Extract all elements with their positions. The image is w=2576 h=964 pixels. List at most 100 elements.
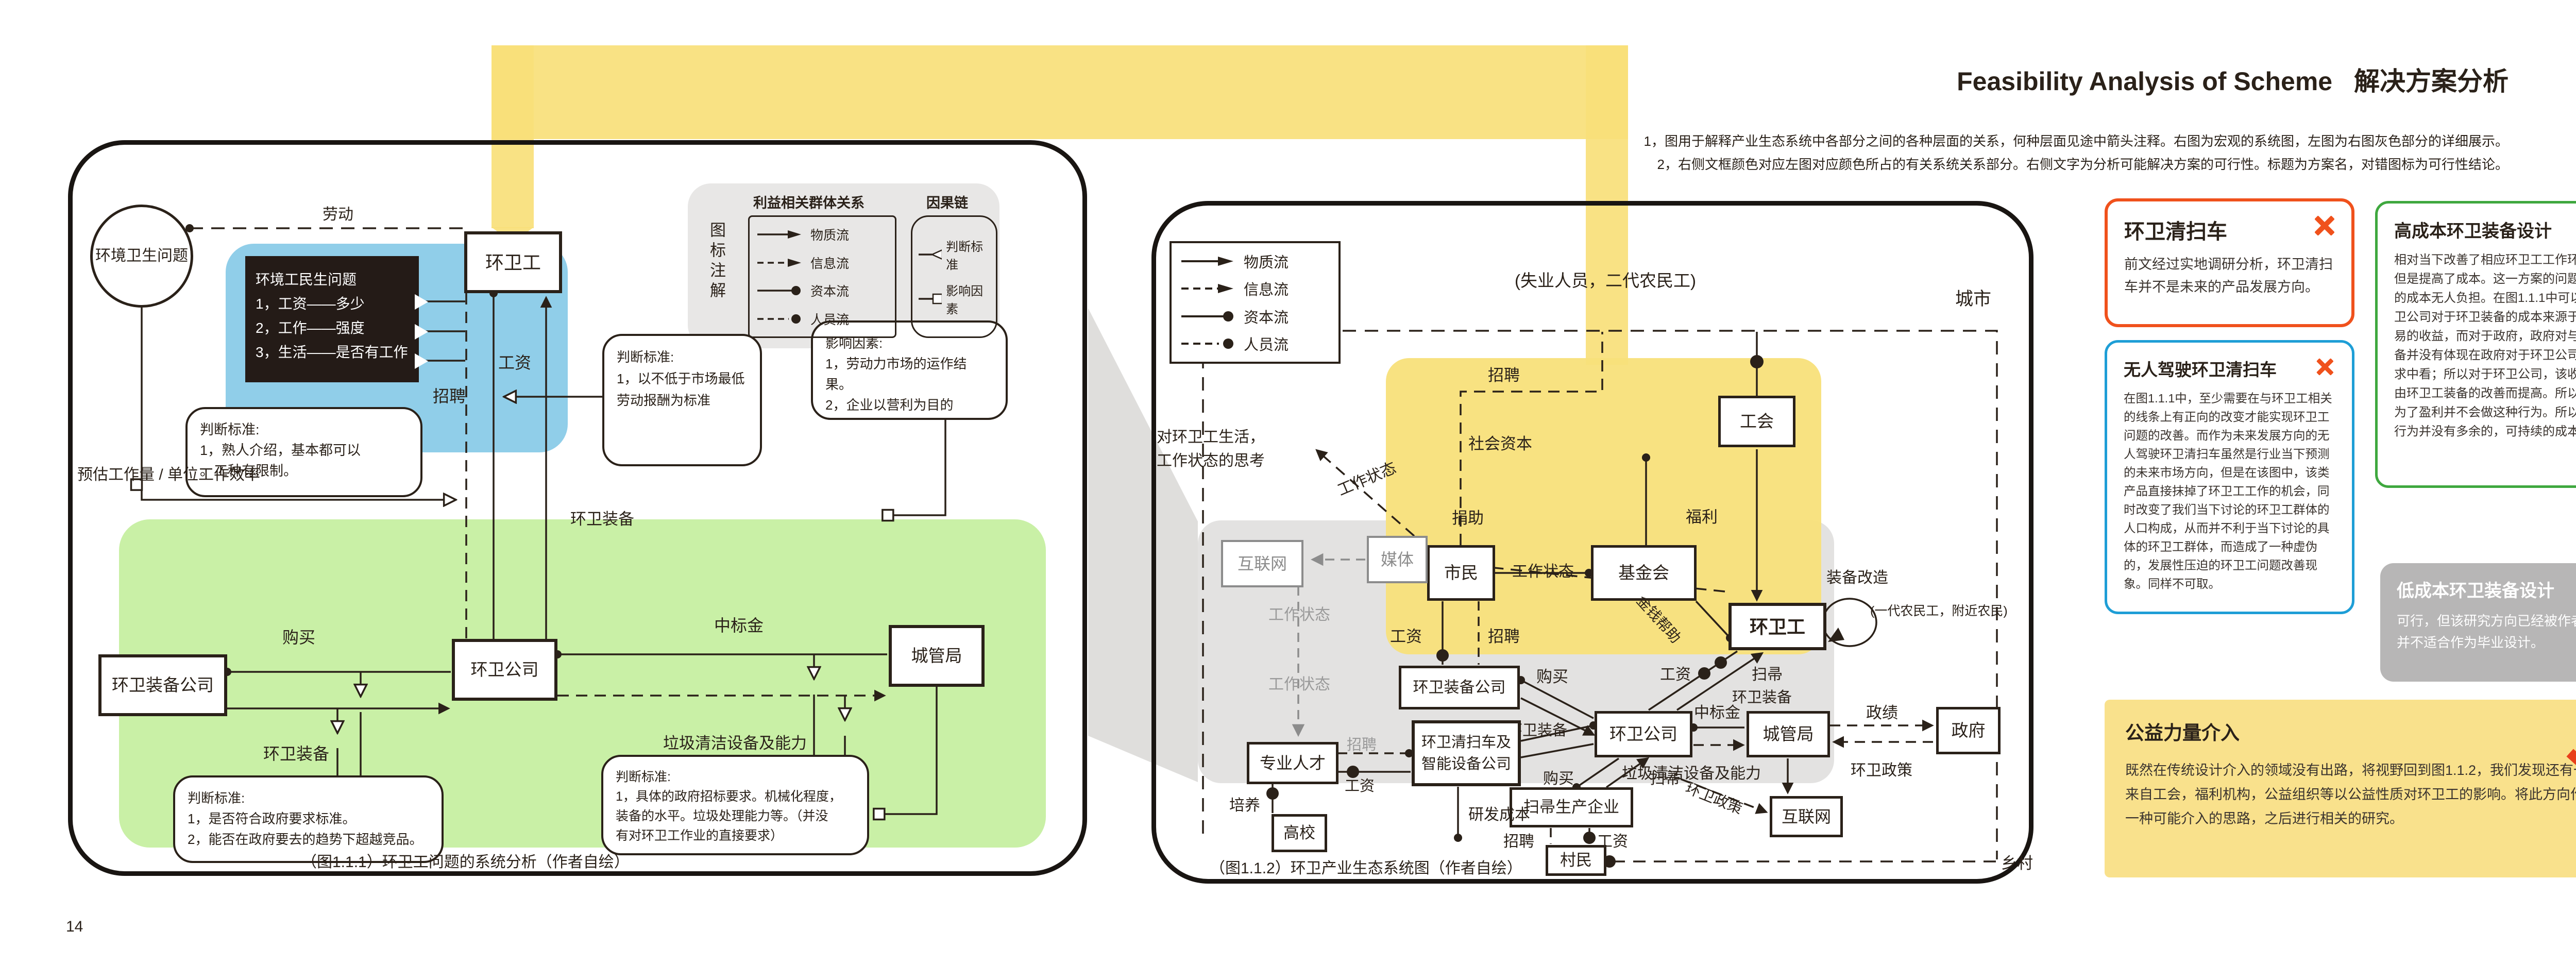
legend-group2-title: 因果链	[926, 195, 968, 211]
page-title-en: Feasibility Analysis of Scheme	[1957, 67, 2333, 96]
fig1-worker-node: 环卫工	[464, 231, 562, 293]
fig2-work-state-gray-label: 工作状态	[1268, 606, 1330, 623]
fig2-wage2-label: 工资	[1660, 666, 1691, 683]
fig2-policy1-label: 环卫政策	[1851, 762, 1912, 779]
fig1-wage-label: 工资	[498, 353, 532, 372]
page-title-zh: 解决方案分析	[2354, 67, 2509, 96]
fig2-broom-factory-node: 扫帚生产企业	[1510, 787, 1633, 827]
fig2-recruit-top-label: 招聘	[1488, 366, 1520, 384]
legend-flows-box: 物质流 信息流 资本流 人员流	[748, 215, 896, 338]
legend-group1-title: 利益相关群体关系	[753, 195, 865, 211]
solution-body: 既然在传统设计介入的领域没有出路，将视野回到图1.1.2，我们发现还有一条来自工…	[2125, 763, 2576, 826]
fig2-internet1-node: 互联网	[1221, 540, 1303, 587]
fig1-workload-label: 预估工作量 / 单位工作效率	[77, 466, 261, 483]
fig1-equipment-label: 环卫装备	[570, 510, 634, 528]
solution-box-low-cost-equipment: 低成本环卫装备设计 可行，但该研究方向已经被作者实践过，并不适合作为毕业设计。	[2380, 563, 2576, 682]
fig2-broom2-label: 扫帚	[1650, 770, 1681, 787]
fig1-livelihood-title: 环境工民生问题	[256, 272, 357, 287]
fig1-equipment2-label: 环卫装备	[263, 745, 330, 763]
solution-title: 高成本环卫装备设计	[2394, 222, 2552, 241]
fig2-rd-cost-label: 研发成本	[1468, 806, 1530, 823]
fig1-criteria-wage-box: 判断标准: 1，以不低于市场最低 劳动报酬为标准	[602, 334, 762, 466]
fig1-livelihood-item: 2，工作——强度	[256, 320, 365, 336]
fig2-wage1-label: 工资	[1390, 628, 1422, 646]
highlight-band-left	[492, 45, 534, 228]
fig2-equipment2-label: 环卫装备	[1732, 689, 1792, 706]
reject-x-icon	[2315, 358, 2334, 376]
fig2-gen1-label: (一代农民工，附近农民)	[1870, 604, 2008, 618]
fig2-work-state-label: 工作状态	[1512, 563, 1574, 580]
material-flow-icon	[757, 230, 801, 239]
fig1-livelihood-item: 1，工资——多少	[256, 296, 365, 312]
solution-box-sweeper: 环卫清扫车 前文经过实地调研分析，环卫清扫车并不是未来的产品发展方向。	[2105, 198, 2354, 327]
fig2-welfare-label: 福利	[1686, 508, 1718, 526]
fig2-equip-company-node: 环卫装备公司	[1399, 666, 1520, 709]
solution-body: 在图1.1.1中，至少需要在与环卫工相关的线条上有正向的改变才能实现环卫工问题的…	[2124, 392, 2332, 590]
fig1-frame	[68, 140, 1087, 876]
fig2-achievement-label: 政绩	[1866, 704, 1898, 722]
fig2-bid-label: 中标金	[1694, 704, 1740, 721]
fig2-citizen-node: 市民	[1427, 545, 1495, 601]
fig2-government-node: 政府	[1936, 707, 2001, 754]
fig2-recruit3-label: 招聘	[1347, 737, 1377, 753]
fig1-criteria-bid-box: 判断标准: 1，具体的政府招标要求。机械化程度， 装备的水平。垃圾处理能力等。（…	[601, 755, 869, 855]
fig2-sanitation-company-node: 环卫公司	[1595, 711, 1692, 757]
fig2-thinking-label: 对环卫工生活， 工作状态的思考	[1157, 429, 1265, 469]
triangle-right-icon	[415, 324, 428, 340]
legend-flow-label: 人员流	[810, 312, 850, 327]
capital-flow-icon	[757, 286, 801, 296]
solution-body: 可行，但该研究方向已经被作者实践过，并不适合作为毕业设计。	[2397, 613, 2576, 650]
fig2-foundation-node: 基金会	[1591, 545, 1697, 601]
fig2-talent-node: 专业人才	[1247, 742, 1338, 784]
fig2-frame	[1151, 201, 2033, 884]
page-note-line: 1，图用于解释产业生态系统中各部分之间的各种层面的关系，何种层面见途中箭头注释。…	[1643, 133, 2509, 149]
highlight-band-horizontal	[492, 45, 1628, 139]
fig1-bureau-node: 城管局	[889, 625, 985, 687]
fig2-union-node: 工会	[1718, 396, 1795, 447]
fig2-villager-node: 村民	[1546, 845, 1606, 876]
page-notes: 1，图用于解释产业生态系统中各部分之间的各种层面的关系，何种层面见途中箭头注释。…	[1644, 130, 2509, 176]
solution-body: 前文经过实地调研分析，环卫清扫车并不是未来的产品发展方向。	[2124, 257, 2333, 295]
page-note-line: 2，右侧文框颜色对应左图对应颜色所占的有关系统关系部分。右侧文字为分析可能解决方…	[1657, 157, 2509, 172]
fig2-sweeper-company-node: 环卫清扫车及 智能设备公司	[1412, 720, 1521, 786]
legend-flow-label: 人员流	[1244, 336, 1289, 353]
solution-title: 低成本环卫装备设计	[2397, 581, 2554, 601]
fig2-work-state-gray-label: 工作状态	[1268, 676, 1330, 693]
fig2-upgrade-label: 装备改造	[1826, 569, 1888, 586]
fig2-unemployed-label: (失业人员，二代农民工)	[1515, 271, 1696, 290]
fig2-city-label: 城市	[1955, 289, 1992, 309]
solution-title: 环卫清扫车	[2124, 221, 2227, 243]
page-title: Feasibility Analysis of Scheme 解决方案分析	[1957, 61, 2509, 98]
people-flow-icon	[757, 314, 801, 324]
fig2-capacity-label: 垃圾清洁设备及能力	[1622, 765, 1761, 782]
fig1-capacity-label: 垃圾清洁设备及能力	[663, 734, 807, 752]
fig1-recruit-label: 招聘	[433, 387, 466, 405]
legend-flow-label: 物质流	[1244, 255, 1289, 271]
capital-flow-icon	[1181, 311, 1233, 322]
fig2-train-label: 培养	[1229, 797, 1260, 814]
legend-flow-label: 物质流	[810, 228, 850, 243]
fig2-social-capital-label: 社会资本	[1468, 435, 1532, 453]
page-number-left: 14	[66, 918, 83, 935]
fig1-livelihood-item: 3，生活——是否有工作	[256, 344, 408, 360]
fig1-equip-company-node: 环卫装备公司	[98, 654, 227, 716]
fig2-flow-legend-box: 物质流 信息流 资本流 人员流	[1170, 241, 1341, 364]
fig2-donation-label: 捐助	[1452, 509, 1484, 527]
triangle-right-icon	[415, 353, 428, 369]
solution-box-public-welfare: 公益力量介入 既然在传统设计介入的领域没有出路，将视野回到图1.1.2，我们发现…	[2105, 700, 2576, 877]
fig2-recruit2-label: 招聘	[1503, 833, 1534, 850]
info-flow-icon	[1181, 284, 1233, 294]
fig1-bid-label: 中标金	[714, 616, 764, 635]
solution-body: 相对当下改善了相应环卫工工作环境状态，但是提高了成本。这一方案的问题在于提高的成…	[2394, 253, 2576, 438]
info-flow-icon	[757, 258, 801, 267]
solution-title: 公益力量介入	[2125, 722, 2240, 743]
fig2-countryside-label: 乡村	[2001, 854, 2033, 872]
fig2-college-node: 高校	[1272, 814, 1327, 852]
legend-causal-box: 判断标准 影响因素	[911, 215, 997, 338]
fig2-internet2-node: 互联网	[1770, 796, 1843, 837]
fig1-sanitation-company-node: 环卫公司	[452, 639, 557, 701]
solution-box-driverless-sweeper: 无人驾驶环卫清扫车 在图1.1.1中，至少需要在与环卫工相关的线条上有正向的改变…	[2105, 340, 2354, 614]
legend-flow-label: 资本流	[810, 284, 850, 299]
